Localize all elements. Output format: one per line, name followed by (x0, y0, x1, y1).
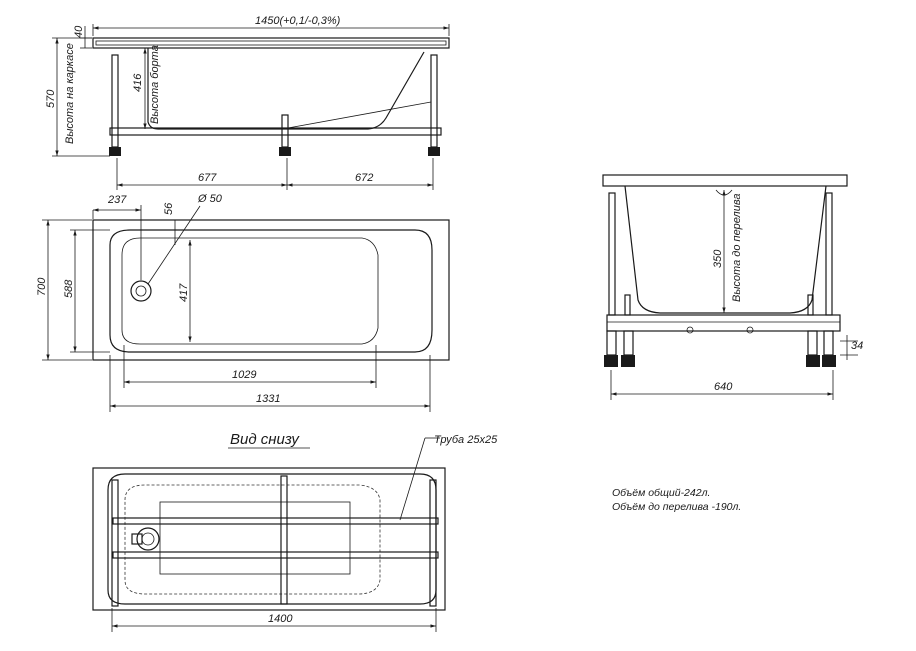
end-view-overflow-height-caption: Высота до перелива (731, 194, 743, 303)
end-view-right-leg (825, 192, 833, 316)
total-volume-note: Объём общий-242л. (612, 487, 710, 499)
side-view-side-height-caption: Высота борта (149, 45, 161, 124)
bottom-view-drain (136, 527, 160, 551)
side-view-right-leg (430, 54, 438, 148)
top-view-drain-leader (147, 205, 201, 285)
bottom-view-frame-pipes (111, 475, 439, 607)
end-view-foot-1 (604, 355, 618, 367)
side-view-rim (92, 37, 450, 49)
end-view-rim (602, 174, 848, 187)
bottom-view-floor-plate (159, 501, 351, 575)
top-view-offset-237-label: 237 (107, 194, 127, 206)
bottom-view-outer-rim (92, 467, 446, 611)
top-view-bottom-outline (121, 237, 379, 345)
side-view-rim-inner (95, 40, 447, 46)
bottom-view-pipe-lower (112, 551, 439, 559)
end-view-foot-3 (806, 355, 820, 367)
bottom-view-inner-contour (107, 473, 437, 605)
side-view-center-foot (279, 147, 291, 156)
bottom-view-pipe-upper (112, 517, 439, 525)
end-view-frame-width-label: 640 (714, 381, 733, 393)
side-view-tub-shell (147, 48, 425, 130)
end-view-legs (604, 192, 836, 367)
bottom-view-pipe-left (111, 479, 119, 607)
top-view-outer-rim (92, 219, 450, 361)
side-view-left-leg (111, 54, 119, 148)
side-view-brace (287, 101, 432, 129)
top-view-drain-inner (135, 285, 147, 297)
volume-notes: Объём общий-242л. Объём до перелива -190… (612, 487, 741, 513)
end-view: 350 Высота до перелива 34 640 (602, 174, 863, 400)
end-view-overflow-height-label: 350 (712, 249, 724, 268)
side-view-left-spacing-label: 677 (198, 172, 217, 184)
side-view-right-foot (428, 147, 440, 156)
top-view: Ø 50 237 56 700 588 417 1029 1331 (36, 193, 450, 412)
top-view-drain (130, 280, 152, 302)
end-view-left-leg (608, 192, 616, 316)
side-view-side-height-label: 416 (132, 73, 144, 92)
top-view-outer-width-label: 700 (36, 277, 48, 296)
side-view-right-spacing-label: 672 (355, 172, 373, 184)
side-view-center-leg (281, 114, 289, 148)
top-view-drain-diameter-label: Ø 50 (197, 193, 223, 205)
end-view-foot-2 (621, 355, 635, 367)
side-view: 1450(+0,1/-0,3%) 40 570 Высота на каркас… (45, 15, 450, 190)
side-view-legs (109, 54, 440, 156)
side-view-length-label: 1450(+0,1/-0,3%) (255, 15, 341, 27)
top-view-inner-bowl (109, 229, 433, 353)
bottom-view-pipe-cross (280, 475, 288, 605)
top-view-offset-56-label: 56 (163, 202, 175, 215)
top-view-inner-width-label: 588 (63, 279, 75, 298)
bottom-view-bowl-outline (124, 484, 381, 595)
top-view-bottom-length-label: 1029 (232, 369, 256, 381)
top-view-inner-length-label: 1331 (256, 393, 280, 405)
side-view-rim-thickness-label: 40 (73, 25, 85, 38)
side-view-frame-height-label: 570 (45, 89, 57, 108)
side-view-frame-rail (109, 127, 442, 136)
bottom-view-pipe-right (429, 479, 437, 607)
side-view-frame-height-caption: Высота на каркасе (64, 43, 76, 144)
end-view-foot-label: 34 (851, 340, 863, 352)
end-view-foot-4 (822, 355, 836, 367)
side-view-left-foot (109, 147, 121, 156)
overflow-volume-note: Объём до перелива -190л. (612, 501, 741, 513)
bottom-view-frame-length-label: 1400 (268, 613, 293, 625)
end-view-tub-shell (624, 185, 827, 314)
bottom-view-pipe-leader (399, 437, 426, 521)
end-view-frame (606, 314, 841, 332)
bottom-view-pipe-callout: Труба 25х25 (434, 434, 498, 446)
top-view-bottom-width-label: 417 (178, 283, 190, 302)
bottom-view-heading: Вид снизу (230, 431, 300, 448)
bottom-view: Вид снизу Труба 25х25 1400 (92, 431, 498, 632)
